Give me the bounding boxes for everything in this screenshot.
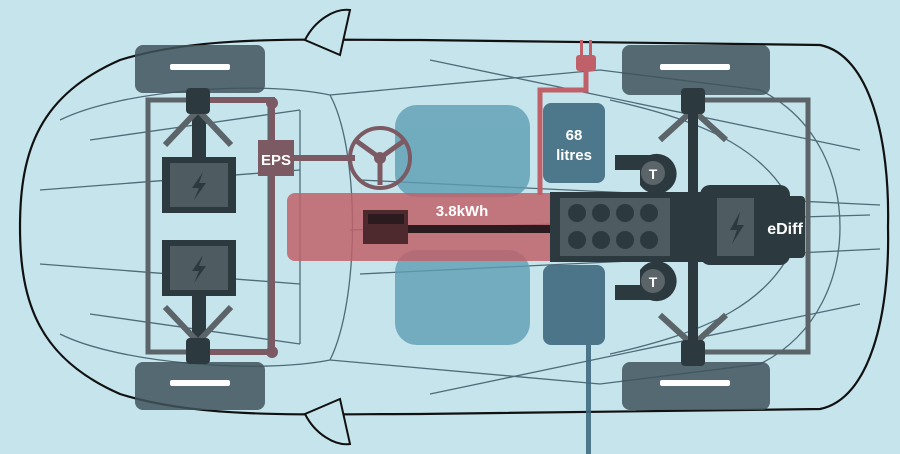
springs: [186, 88, 705, 366]
lightning-icon: [192, 255, 206, 283]
turbo-label: T: [649, 166, 658, 182]
turbo-label: T: [649, 274, 658, 290]
ediff-label: eDiff: [767, 221, 803, 238]
turbo-top: [615, 153, 677, 194]
eps-box: [258, 140, 294, 176]
suspension-arms: [162, 107, 729, 348]
battery-capacity-label: 3.8kWh: [436, 203, 489, 220]
turbo-bottom: [615, 261, 677, 302]
fuel-unit-label: litres: [556, 147, 592, 164]
lightning-icon: [730, 212, 744, 244]
fuel-amount-label: 68: [566, 127, 583, 144]
plug-icon: [537, 40, 596, 195]
steering-wheel-icon: [348, 126, 412, 190]
eps-label: EPS: [261, 152, 291, 169]
seats: [395, 105, 530, 345]
engine: [550, 100, 805, 360]
lightning-icon: [192, 172, 206, 200]
front-motors: [162, 95, 236, 356]
fuel-tank: [543, 103, 605, 454]
